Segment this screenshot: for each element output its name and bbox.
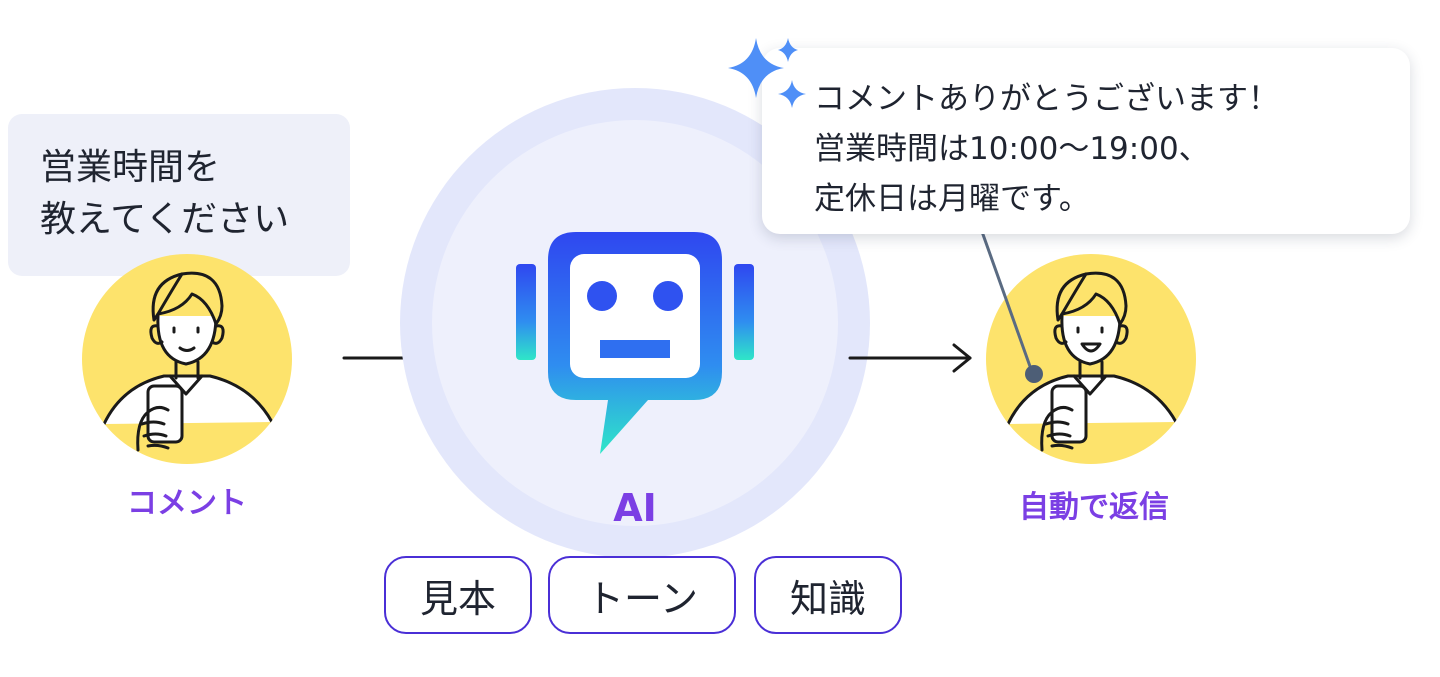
ai-robot-chat-icon: [516, 232, 754, 454]
arrow-right-icon: [848, 343, 972, 373]
comment-line-2: 教えてください: [40, 199, 290, 240]
comment-label: コメント: [127, 486, 247, 521]
comment-line-1: 営業時間を: [40, 147, 221, 188]
sparkle-icon: [728, 38, 806, 108]
pill-knowledge: 知識: [754, 556, 902, 634]
comment-bubble: 営業時間を 教えてください: [8, 114, 350, 276]
reply-bubble: コメントありがとうございます！ 営業時間は10:00〜19:00、 定休日は月曜…: [762, 48, 1410, 234]
bubble-pointer-line: [978, 224, 1043, 383]
pill-sample: 見本: [384, 556, 532, 634]
ai-label: AI: [613, 486, 657, 530]
pill-tone: トーン: [548, 556, 736, 634]
reply-avatar: [986, 254, 1196, 464]
reply-line-1: コメントありがとうございます！: [814, 81, 1279, 117]
reply-line-3: 定休日は月曜です。: [814, 181, 1090, 217]
reply-line-2: 営業時間は10:00〜19:00、: [814, 131, 1210, 167]
auto-reply-label: 自動で返信: [1019, 490, 1169, 525]
person-with-phone-icon: [102, 271, 274, 452]
smiling-person-icon: [1006, 271, 1178, 452]
commenter-avatar: [82, 254, 292, 464]
